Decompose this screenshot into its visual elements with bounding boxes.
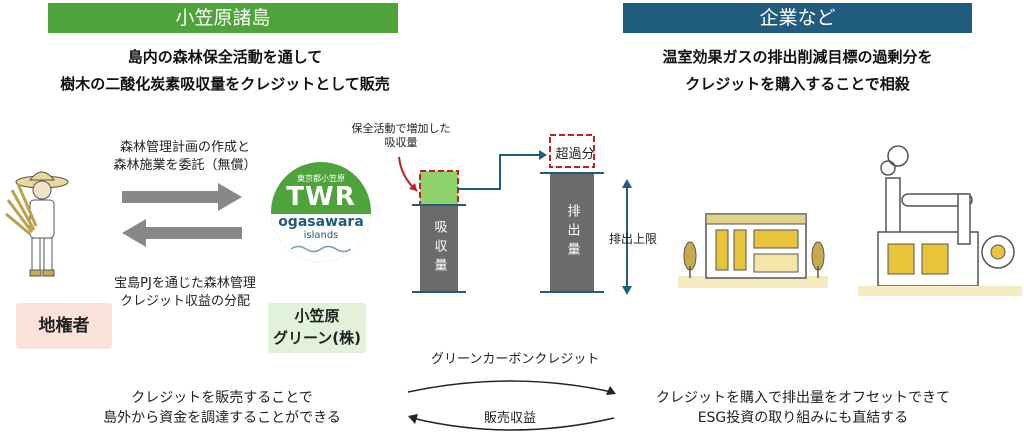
farmer-illustration	[5, 171, 69, 277]
logo-sub2-text: islands	[303, 230, 339, 241]
left-headline-line1: 島内の森林保全活動を通して	[127, 48, 323, 66]
arrow-to-landowner	[122, 219, 242, 247]
left-headline: 島内の森林保全活動を通して 樹木の二酸化炭素吸収量をクレジットとして販売	[30, 44, 420, 98]
conservation-note: 保全活動で増加した 吸収量	[336, 122, 466, 150]
right-bottom-text: クレジットを購入で排出量をオフセットできて ESG投資の取り組みにも直結する	[628, 388, 978, 428]
credit-flow-arc	[407, 380, 613, 393]
distribution-text: 宝島PJを通じた森林管理 クレジット収益の分配	[92, 275, 278, 311]
right-section-banner: 企業など	[623, 3, 972, 33]
commission-line2: 森林施業を委託（無償）	[113, 158, 257, 173]
commission-line1: 森林管理計画の作成と	[119, 140, 250, 155]
flow-arcs	[407, 380, 616, 431]
emission-diagram	[398, 134, 632, 295]
left-headline-line2: 樹木の二酸化炭素吸収量をクレジットとして販売	[60, 75, 390, 93]
left-bottom-line2: 島外から資金を調達することができる	[103, 410, 341, 426]
conservation-note-line2: 吸収量	[384, 136, 418, 149]
factory-illustration	[858, 145, 1022, 296]
right-headline: 温室効果ガスの排出削減目標の過剰分を クレジットを購入することで相殺	[600, 44, 995, 98]
credit-flow-label: グリーンカーボンクレジット	[431, 352, 600, 367]
company-label: 小笠原 グリーン(株)	[268, 303, 366, 353]
limit-label: 排出上限	[608, 232, 657, 246]
exchange-arrows	[122, 183, 242, 247]
company-line2: グリーン(株)	[273, 329, 361, 347]
distribution-line2: クレジット収益の分配	[119, 294, 250, 309]
logo-main-text: TWR	[286, 182, 356, 212]
excess-label: 超過分	[555, 147, 595, 162]
logo-sub1-text: ogasawara	[278, 214, 364, 230]
added-absorption-box	[419, 170, 459, 206]
twr-logo: 東京都小笠原 TWR ogasawara islands	[271, 162, 371, 262]
commission-text: 森林管理計画の作成と 森林施業を委託（無償）	[92, 139, 278, 175]
left-section-banner: 小笠原諸島	[48, 3, 398, 33]
emission-bar: 排出量	[550, 174, 594, 291]
logo-wave-icon	[291, 245, 351, 253]
company-line1: 小笠原	[294, 307, 340, 325]
right-headline-line2: クレジットを購入することで相殺	[685, 75, 910, 93]
left-bottom-text: クレジットを販売することで 島外から資金を調達することができる	[86, 388, 358, 428]
arrow-to-company	[122, 183, 242, 211]
landowner-label: 地権者	[16, 303, 112, 349]
right-headline-line1: 温室効果ガスの排出削減目標の過剰分を	[662, 48, 933, 66]
absorption-bar: 吸収量	[420, 206, 458, 291]
conservation-note-line1: 保全活動で増加した	[351, 122, 451, 135]
excess-box	[549, 134, 595, 168]
revenue-flow-label: 販売収益	[483, 411, 536, 426]
right-bottom-line1: クレジットを購入で排出量をオフセットできて	[656, 390, 950, 406]
distribution-line1: 宝島PJを通じた森林管理	[114, 276, 256, 291]
revenue-flow-arc	[411, 417, 615, 431]
left-bottom-line1: クレジットを販売することで	[131, 390, 313, 406]
logo-top-text: 東京都小笠原	[297, 174, 345, 183]
building-illustration	[678, 213, 828, 288]
right-bottom-line2: ESG投資の取り組みにも直結する	[697, 410, 909, 426]
